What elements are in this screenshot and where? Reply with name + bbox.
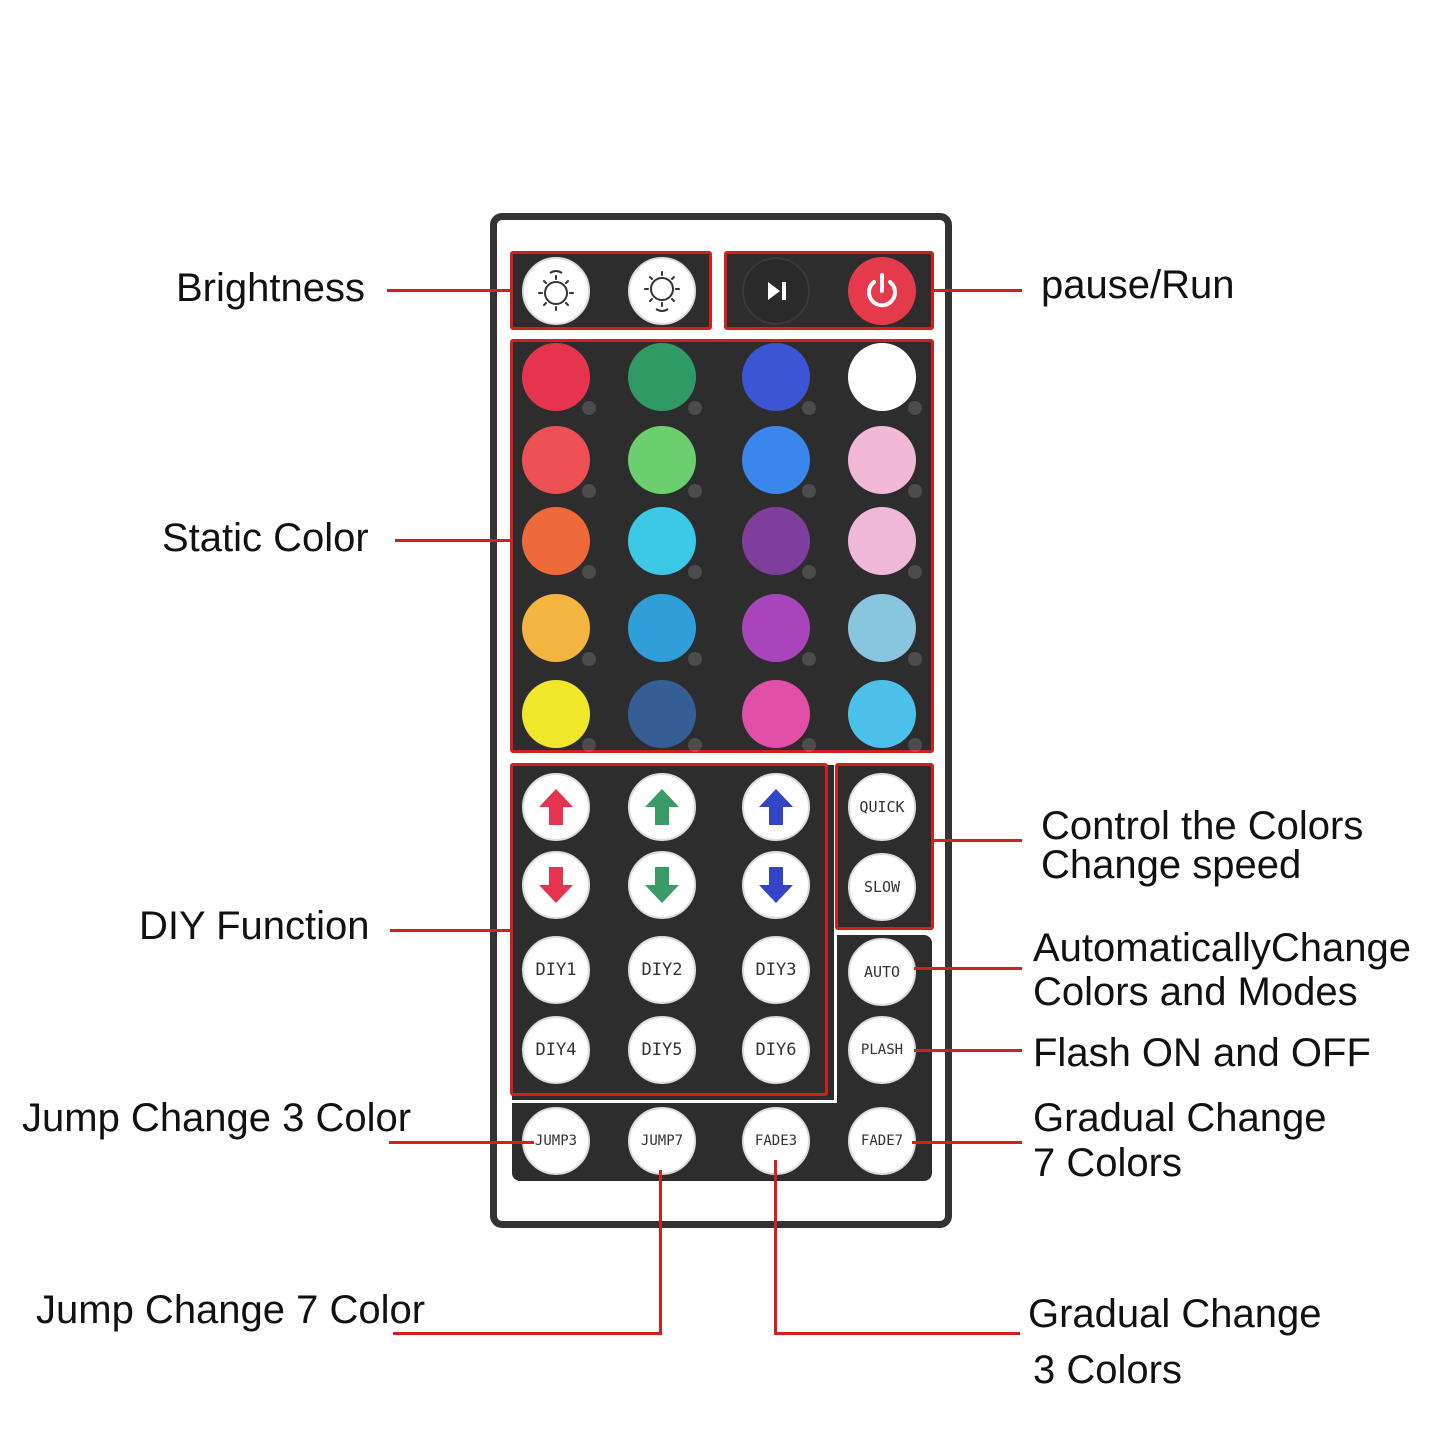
static-color-button[interactable] <box>848 507 922 579</box>
diy1-button[interactable]: DIY1 <box>522 936 590 1004</box>
diy-callout-line <box>390 929 512 932</box>
speed-label-line2: Change speed <box>1041 843 1302 887</box>
static-color-button[interactable] <box>628 680 702 752</box>
blue-up-button[interactable] <box>742 773 810 841</box>
pause-run-label: pause/Run <box>1041 263 1235 307</box>
red-up-arrow-icon <box>539 789 573 825</box>
play-pause-button[interactable] <box>742 257 810 325</box>
speed-highlight <box>835 763 934 930</box>
flash-callout-label: Flash ON and OFF <box>1033 1031 1371 1075</box>
brightness-label: Brightness <box>176 266 365 310</box>
play-pause-icon <box>768 282 786 300</box>
jump7-callout-vertical <box>659 1170 662 1335</box>
static-color-button[interactable] <box>848 426 922 498</box>
diy3-label: DIY3 <box>755 960 797 980</box>
red-down-arrow-icon <box>539 867 573 903</box>
jump3-callout-line <box>389 1141 534 1144</box>
green-down-button[interactable] <box>628 851 696 919</box>
red-down-button[interactable] <box>522 851 590 919</box>
diy5-label: DIY5 <box>641 1040 683 1060</box>
static-color-button[interactable] <box>522 426 596 498</box>
jump3-label: JUMP3 <box>534 1133 578 1149</box>
diy2-label: DIY2 <box>641 960 683 980</box>
fade7-label-line1: Gradual Change <box>1033 1096 1327 1140</box>
brightness-up-icon <box>538 270 574 311</box>
jump3-callout-label: Jump Change 3 Color <box>22 1096 412 1140</box>
fade7-button[interactable]: FADE7 <box>848 1107 916 1175</box>
diy2-button[interactable]: DIY2 <box>628 936 696 1004</box>
jump7-callout-label: Jump Change 7 Color <box>36 1288 426 1332</box>
diy6-button[interactable]: DIY6 <box>742 1016 810 1084</box>
static-color-button[interactable] <box>628 426 702 498</box>
static-color-button[interactable] <box>742 594 816 666</box>
brightness-up-button[interactable] <box>522 257 590 325</box>
speed-label-line1: Control the Colors <box>1041 804 1364 848</box>
red-up-button[interactable] <box>522 773 590 841</box>
fade3-button[interactable]: FADE3 <box>742 1107 810 1175</box>
static-color-button[interactable] <box>742 680 816 752</box>
diy4-button[interactable]: DIY4 <box>522 1016 590 1084</box>
fade3-label-line1: Gradual Change <box>1028 1292 1322 1336</box>
auto-label: AUTO <box>863 963 901 981</box>
static-color-button[interactable] <box>522 594 596 666</box>
static-color-button[interactable] <box>628 343 702 415</box>
slow-button[interactable]: SLOW <box>848 853 916 921</box>
jump7-callout-horizontal <box>393 1332 662 1335</box>
diy4-label: DIY4 <box>535 1040 577 1060</box>
diy6-label: DIY6 <box>755 1040 797 1060</box>
blue-up-arrow-icon <box>759 789 793 825</box>
fade3-label: FADE3 <box>754 1133 798 1149</box>
auto-label-line1: AutomaticallyChange <box>1033 926 1411 970</box>
pause-run-callout-line <box>932 289 1022 292</box>
static-color-button[interactable] <box>522 507 596 579</box>
flash-button[interactable]: PLASH <box>848 1016 916 1084</box>
blue-down-button[interactable] <box>742 851 810 919</box>
auto-button[interactable]: AUTO <box>848 938 916 1006</box>
quick-button[interactable]: QUICK <box>848 773 916 841</box>
diy1-label: DIY1 <box>535 960 577 980</box>
green-up-button[interactable] <box>628 773 696 841</box>
fade3-label-line2: 3 Colors <box>1033 1348 1182 1392</box>
jump3-button[interactable]: JUMP3 <box>522 1107 590 1175</box>
green-down-arrow-icon <box>645 867 679 903</box>
static-color-button[interactable] <box>522 343 596 415</box>
fade3-callout-vertical <box>774 1160 777 1335</box>
static-color-button[interactable] <box>848 343 922 415</box>
static-color-button[interactable] <box>742 426 816 498</box>
jump7-button[interactable]: JUMP7 <box>628 1107 696 1175</box>
static-color-button[interactable] <box>848 680 922 752</box>
slow-label: SLOW <box>863 878 901 896</box>
power-icon <box>867 273 897 308</box>
power-button[interactable] <box>848 257 916 325</box>
auto-callout-line <box>914 967 1022 970</box>
jump7-label: JUMP7 <box>640 1133 684 1149</box>
static-color-label: Static Color <box>162 516 369 560</box>
flash-callout-line <box>914 1049 1022 1052</box>
green-up-arrow-icon <box>645 789 679 825</box>
fade7-callout-line <box>912 1141 1022 1144</box>
brightness-down-icon <box>644 271 680 312</box>
diy3-button[interactable]: DIY3 <box>742 936 810 1004</box>
fade3-callout-horizontal <box>774 1332 1020 1335</box>
static-color-button[interactable] <box>848 594 922 666</box>
quick-label: QUICK <box>859 798 905 816</box>
flash-label: PLASH <box>860 1042 904 1058</box>
fade7-label-line2: 7 Colors <box>1033 1141 1182 1185</box>
static-color-button[interactable] <box>742 343 816 415</box>
static-color-button[interactable] <box>522 680 596 752</box>
blue-down-arrow-icon <box>759 867 793 903</box>
static-color-callout-line <box>395 539 512 542</box>
static-color-highlight <box>510 339 934 753</box>
speed-callout-line <box>932 839 1022 842</box>
fade7-label: FADE7 <box>860 1133 904 1149</box>
brightness-callout-line <box>387 289 512 292</box>
static-color-button[interactable] <box>628 594 702 666</box>
static-color-button[interactable] <box>742 507 816 579</box>
brightness-down-button[interactable] <box>628 257 696 325</box>
diy5-button[interactable]: DIY5 <box>628 1016 696 1084</box>
diy-function-label: DIY Function <box>139 904 370 948</box>
auto-label-line2: Colors and Modes <box>1033 970 1358 1014</box>
static-color-button[interactable] <box>628 507 702 579</box>
